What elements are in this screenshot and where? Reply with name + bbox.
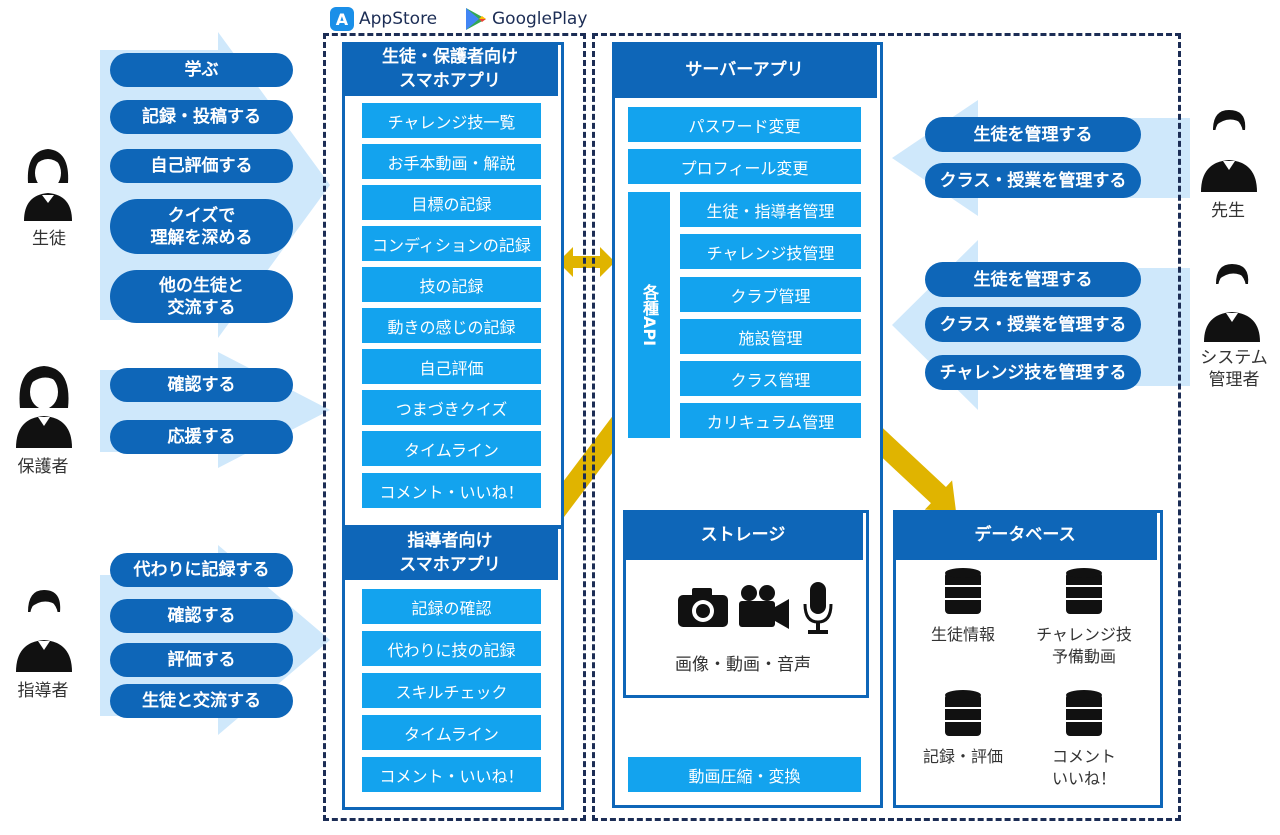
mobile-apps-group (323, 33, 586, 821)
instructor-action-record: 代わりに記録する (110, 553, 293, 587)
student-app-item: 目標の記録 (362, 185, 541, 220)
database-title: データベース (893, 510, 1157, 560)
student-icon (24, 149, 72, 221)
server-item: カリキュラム管理 (680, 403, 861, 438)
instructor-icon (16, 590, 72, 672)
database-icon (1066, 568, 1102, 614)
instructor-app-item: 記録の確認 (362, 589, 541, 624)
server-item-profile: プロフィール変更 (628, 149, 861, 184)
sysadmin-action-manage-skills: チャレンジ技を管理する (925, 355, 1141, 390)
appstore-label: AppStore (359, 9, 438, 29)
student-action-quiz: クイズで 理解を深める (110, 199, 293, 254)
server-api-label: 各種API (640, 283, 659, 347)
storage-caption: 画像・動画・音声 (675, 655, 811, 675)
database-item-label: 生徒情報 (930, 625, 995, 644)
camera-icon (678, 588, 728, 627)
database-item-label: 記録・評価 (922, 747, 1003, 766)
server-app-title: サーバーアプリ (612, 42, 877, 98)
instructor-app-item: スキルチェック (362, 673, 541, 708)
student-action-self-evaluate: 自己評価する (110, 149, 293, 183)
student-action-record: 記録・投稿する (110, 100, 293, 134)
video-camera-icon (739, 585, 789, 629)
database-item-label: コメント いいね！ (1051, 747, 1116, 788)
database-icon (945, 690, 981, 736)
googleplay-icon (466, 8, 486, 30)
student-app-item: 動きの感じの記録 (362, 308, 541, 343)
teacher-icon (1201, 110, 1257, 192)
sysadmin-action-manage-students: 生徒を管理する (925, 262, 1141, 297)
database-item-label: チャレンジ技 予備動画 (1036, 625, 1132, 666)
student-action-learn: 学ぶ (110, 53, 293, 87)
student-app-item: チャレンジ技一覧 (362, 103, 541, 138)
student-app-title: 生徒・保護者向け スマホアプリ (342, 42, 558, 96)
server-item: チャレンジ技管理 (680, 234, 861, 269)
student-app-item: タイムライン (362, 431, 541, 466)
teacher-label: 先生 (1211, 201, 1245, 221)
student-app-item: コメント・いいね！ (362, 473, 541, 508)
googleplay-badge: GooglePlay (465, 6, 587, 32)
student-action-interact: 他の生徒と 交流する (110, 270, 293, 323)
server-item: 施設管理 (680, 319, 861, 354)
guardian-action-check: 確認する (110, 368, 293, 402)
instructor-action-interact: 生徒と交流する (110, 684, 293, 718)
compression-item: 動画圧縮・変換 (628, 757, 861, 792)
appstore-icon: A (330, 7, 354, 31)
server-group (592, 33, 1181, 821)
teacher-action-manage-students: 生徒を管理する (925, 117, 1141, 152)
student-app-item: つまづきクイズ (362, 390, 541, 425)
microphone-icon (803, 582, 833, 634)
instructor-app-item: コメント・いいね！ (362, 757, 541, 792)
appstore-badge: A AppStore (330, 6, 437, 32)
instructor-app-item: タイムライン (362, 715, 541, 750)
guardian-label: 保護者 (17, 457, 69, 477)
instructor-app-item: 代わりに技の記録 (362, 631, 541, 666)
student-app-item: コンディションの記録 (362, 226, 541, 261)
database-icon (1066, 690, 1102, 736)
instructor-app-title: 指導者向け スマホアプリ (342, 526, 558, 580)
database-icon (945, 568, 981, 614)
student-app-item: お手本動画・解説 (362, 144, 541, 179)
server-item: クラブ管理 (680, 277, 861, 312)
guardian-icon (16, 366, 72, 448)
sysadmin-label: システム 管理者 (1200, 348, 1268, 390)
student-app-item: 技の記録 (362, 267, 541, 302)
student-app-item: 自己評価 (362, 349, 541, 384)
server-api-block: 各種API (628, 192, 670, 438)
storage-title: ストレージ (623, 510, 863, 560)
instructor-label: 指導者 (17, 681, 69, 701)
server-item-password: パスワード変更 (628, 107, 861, 142)
googleplay-label: GooglePlay (492, 9, 588, 29)
sysadmin-action-manage-classes: クラス・授業を管理する (925, 307, 1141, 342)
student-label: 生徒 (32, 229, 66, 249)
sysadmin-icon (1204, 264, 1260, 342)
instructor-action-check: 確認する (110, 599, 293, 633)
server-item: クラス管理 (680, 361, 861, 396)
teacher-action-manage-classes: クラス・授業を管理する (925, 163, 1141, 198)
server-item: 生徒・指導者管理 (680, 192, 861, 227)
instructor-action-evaluate: 評価する (110, 643, 293, 677)
guardian-action-support: 応援する (110, 420, 293, 454)
app-server-arrow (558, 247, 615, 277)
